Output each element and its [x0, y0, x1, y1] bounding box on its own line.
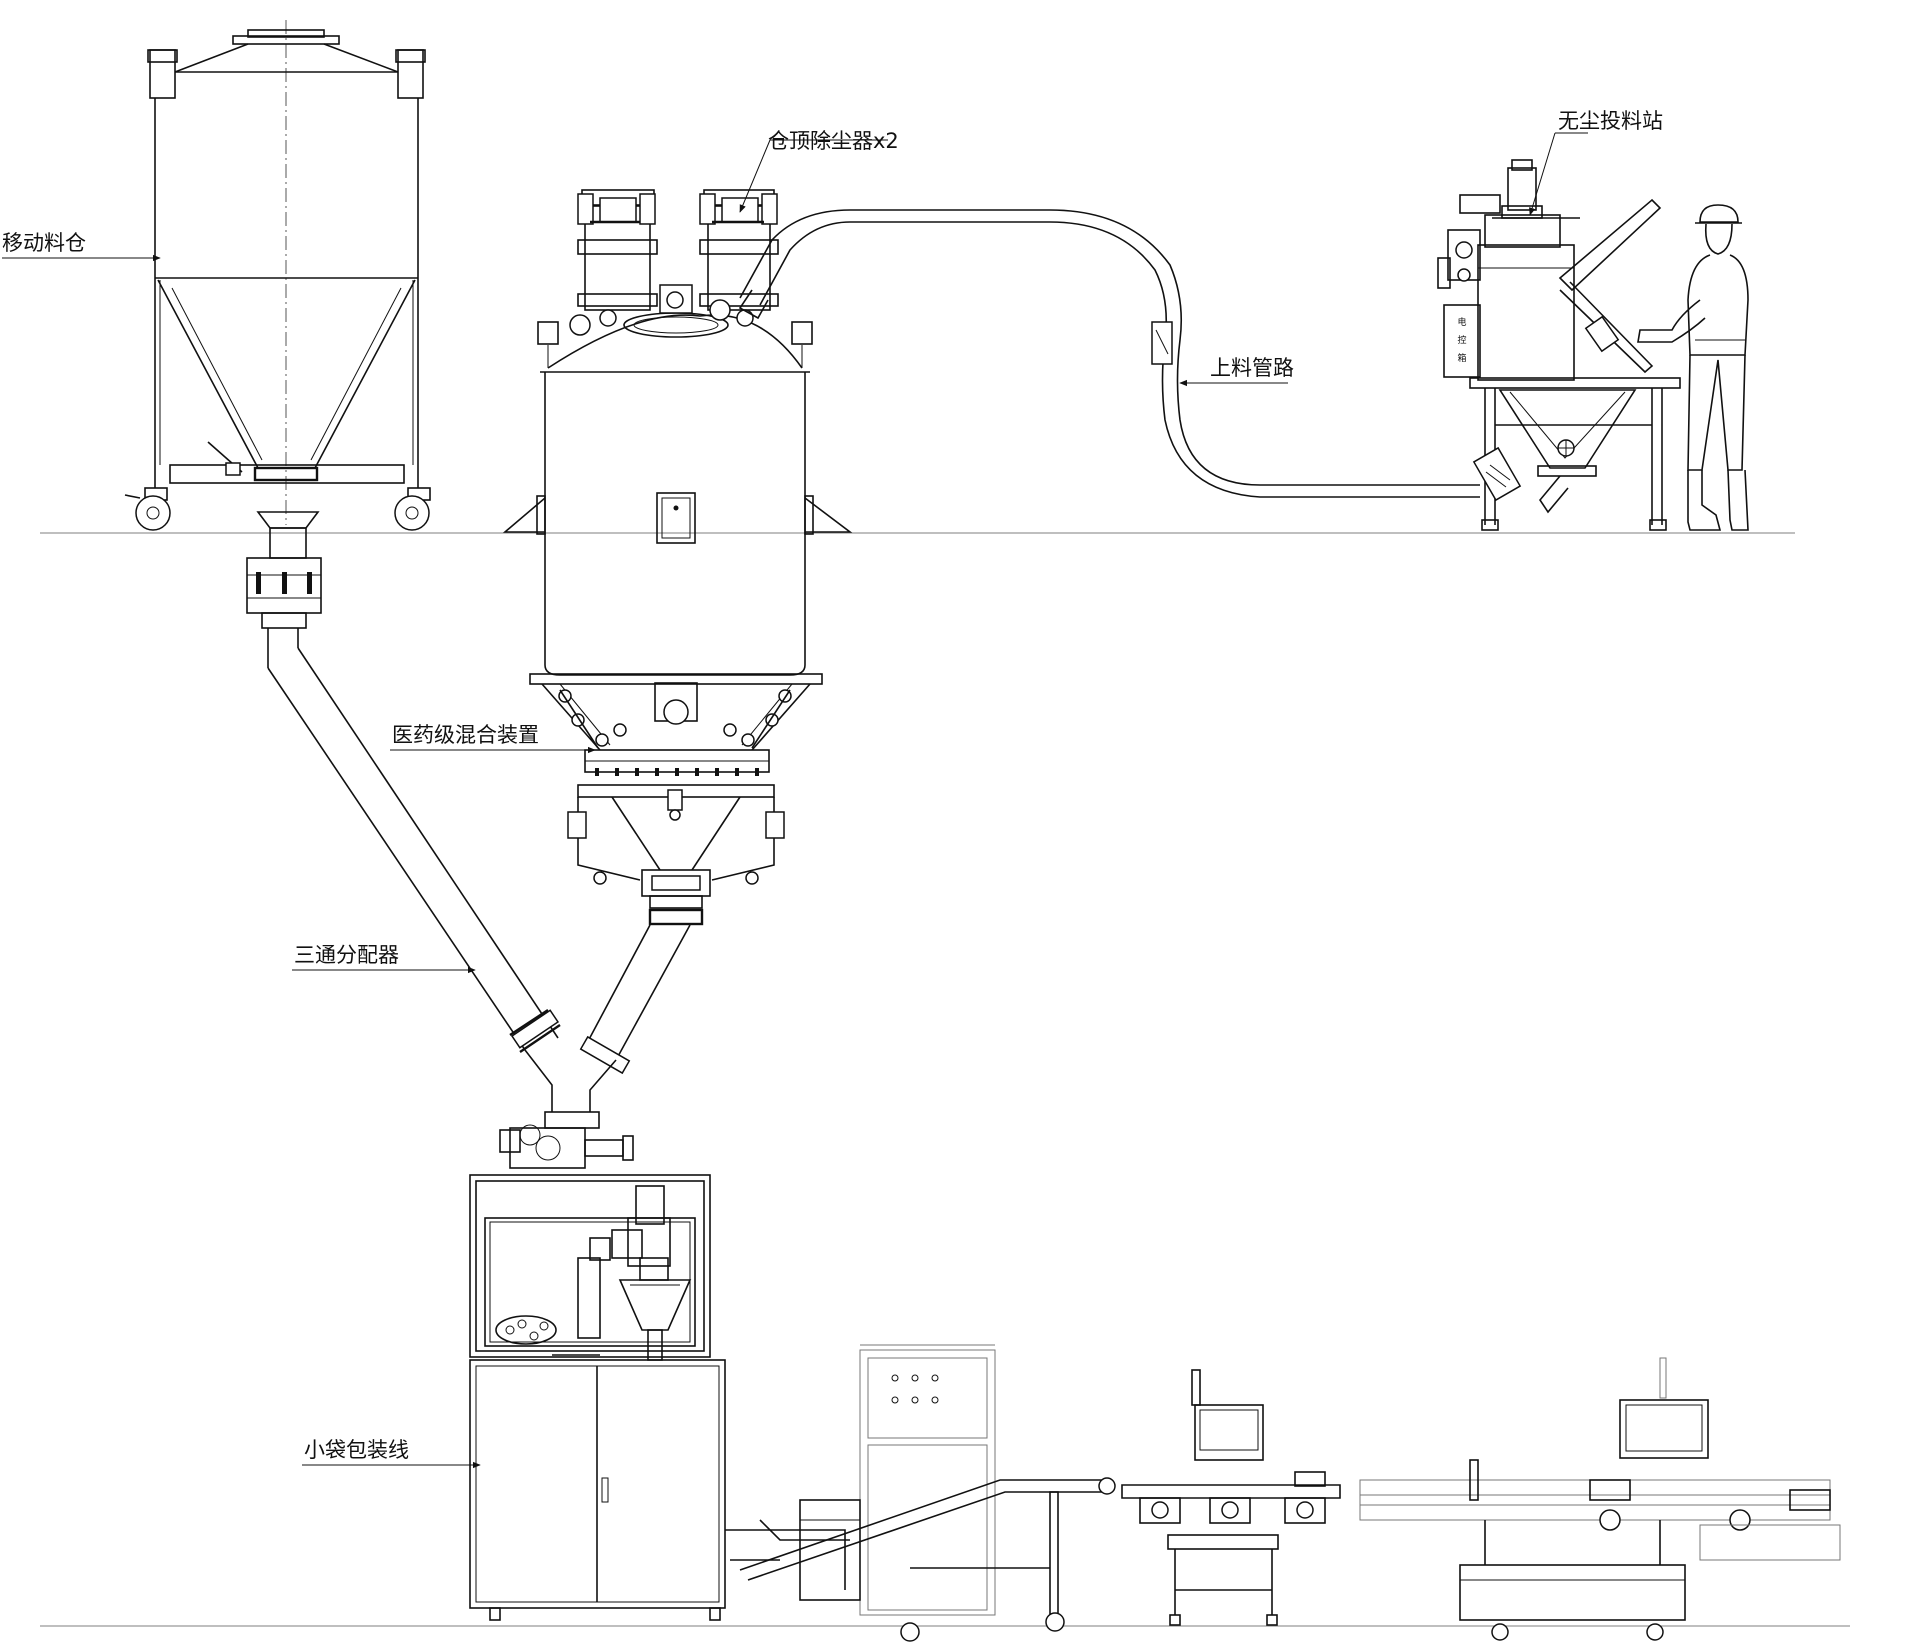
label-dust-free-station: 无尘投料站	[1558, 109, 1663, 133]
dust-collector-2	[699, 189, 779, 311]
pharma-mixer	[502, 189, 853, 926]
dust-collector-cabinet	[859, 1344, 996, 1642]
dust-free-station: 电 控 箱	[1437, 159, 1681, 531]
label-feeding-pipe: 上料管路	[1210, 356, 1294, 380]
sachet-packing-line	[469, 1174, 850, 1621]
distributor-pipe-right	[499, 924, 691, 1169]
control-box-char-3: 箱	[1457, 352, 1466, 364]
label-roof-dust-collector: 仓顶除尘器x2	[768, 129, 899, 153]
bin-docking-station	[246, 511, 322, 629]
leader-lines	[2, 132, 1588, 1469]
label-sachet-packing-line: 小袋包装线	[304, 1438, 409, 1462]
checkweigher	[1121, 1369, 1341, 1626]
label-mobile-bin: 移动料仓	[2, 231, 86, 255]
control-box-char-1: 电	[1457, 316, 1466, 328]
dust-collector-1	[577, 189, 658, 311]
cartoning-machine	[1359, 1357, 1841, 1641]
feeding-pipe	[738, 209, 1480, 498]
control-box-char-2: 控	[1457, 334, 1466, 346]
operator-figure	[1637, 204, 1749, 531]
control-box	[1443, 304, 1481, 378]
label-pharma-mixer: 医药级混合装置	[392, 723, 539, 747]
inclined-conveyor	[739, 1477, 1116, 1632]
mobile-bin	[124, 20, 431, 531]
label-three-way-distributor: 三通分配器	[294, 943, 399, 967]
distributor-pipe-left	[267, 628, 561, 1053]
